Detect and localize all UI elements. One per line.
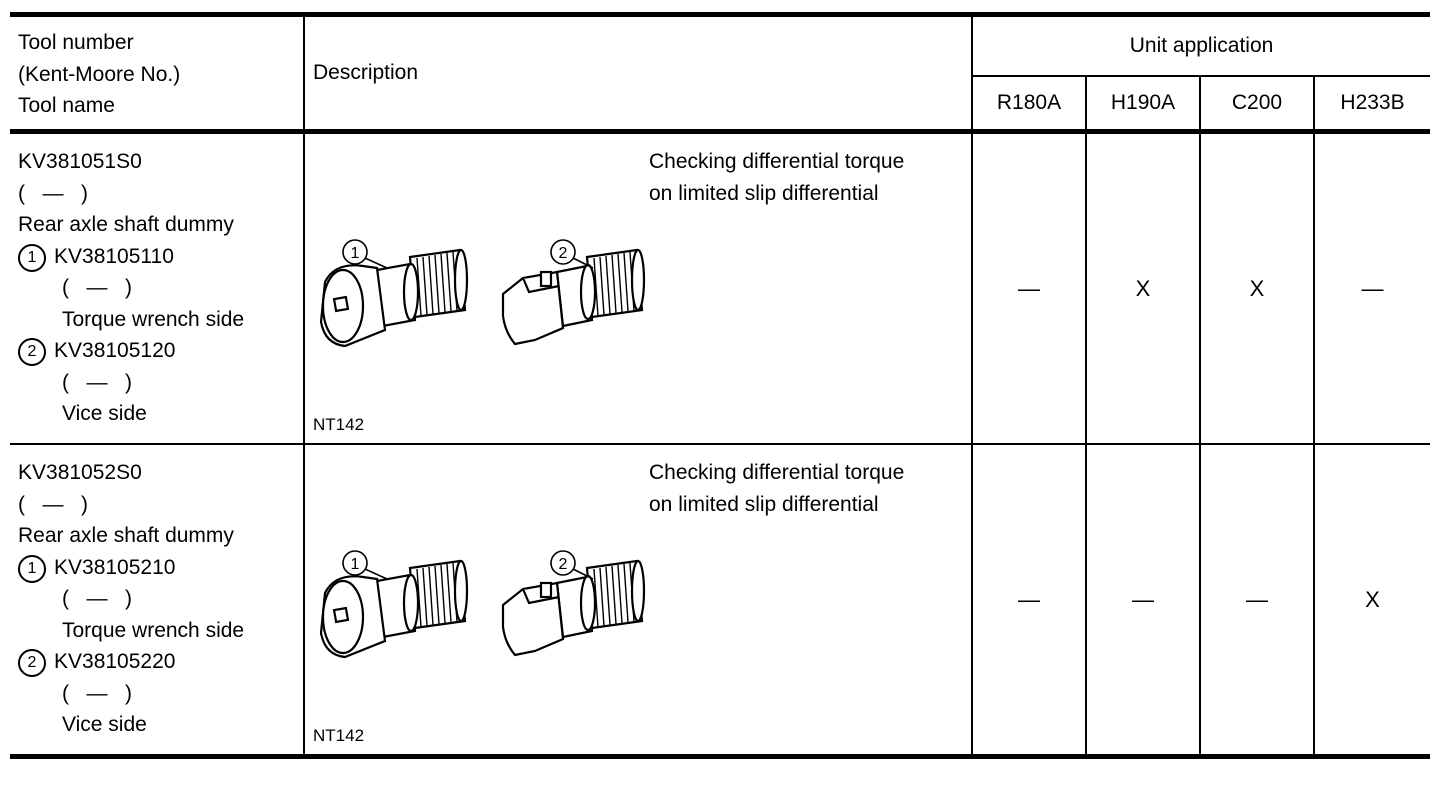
- illustration-code: NT142: [313, 415, 365, 434]
- header-unit-application: Unit application: [970, 12, 1431, 77]
- callout-2-circle: [550, 550, 576, 576]
- vice-side-drawing: [501, 559, 646, 657]
- callout-1-circle: [342, 550, 368, 576]
- description-cell: Checking differential torque on limited …: [303, 443, 973, 759]
- part-1-marker: 1: [18, 243, 46, 272]
- application-r180a: —: [971, 443, 1087, 759]
- part-2: 2 KV38105220: [18, 646, 303, 678]
- part-1-kent-moore: ( — ): [62, 276, 132, 299]
- part-2: 2 KV38105120: [18, 335, 303, 367]
- tool-name: Rear axle shaft dummy: [18, 213, 234, 236]
- header-tool-name: Tool name: [18, 94, 115, 117]
- part-2-number: KV38105120: [54, 339, 176, 362]
- torque-wrench-side-drawing: [319, 559, 469, 659]
- tool-info-cell: KV381051S0 ( — ) Rear axle shaft dummy 1…: [10, 130, 305, 445]
- application-h233b: X: [1312, 443, 1431, 759]
- table-header-row: Tool number (Kent-Moore No.) Tool name D…: [10, 12, 1431, 134]
- part-2-kent-moore: ( — ): [62, 370, 132, 394]
- part-2-number: KV38105220: [54, 650, 176, 673]
- tool-info-cell: KV381052S0 ( — ) Rear axle shaft dummy 1…: [10, 443, 305, 759]
- special-service-tools-table: Tool number (Kent-Moore No.) Tool name D…: [10, 12, 1431, 759]
- header-description: Description: [303, 12, 973, 134]
- tool-purpose: Checking differential torque on limited …: [649, 150, 905, 205]
- header-unit-h233b: H233B: [1312, 75, 1431, 134]
- callout-2-label: 2: [559, 556, 568, 573]
- description-cell: Checking differential torque on limited …: [303, 130, 973, 445]
- application-c200: —: [1199, 443, 1315, 759]
- callout-1-label: 1: [351, 245, 360, 262]
- callout-1-label: 1: [351, 556, 360, 573]
- part-1: 1 KV38105210: [18, 552, 303, 584]
- application-h233b: —: [1312, 130, 1431, 445]
- part-2-kent-moore: ( — ): [62, 681, 132, 705]
- vice-side-drawing: [501, 248, 646, 346]
- part-1-number: KV38105110: [54, 244, 174, 268]
- part-2-marker: 2: [18, 649, 46, 677]
- tool-number: KV381052S0: [18, 461, 142, 484]
- part-2-marker: 2: [18, 338, 46, 366]
- part-1: 1 KV38105110: [18, 241, 303, 273]
- torque-wrench-side-drawing: [319, 248, 469, 348]
- table-header-units-row: R180A H190A C200 H233B: [10, 75, 1431, 134]
- header-tool-column: Tool number (Kent-Moore No.) Tool name: [10, 12, 305, 134]
- tool-purpose: Checking differential torque on limited …: [649, 461, 905, 516]
- part-2-name: Vice side: [62, 402, 147, 425]
- callout-2-label: 2: [559, 245, 568, 262]
- header-unit-c200: C200: [1199, 75, 1315, 134]
- callout-2-circle: [550, 239, 576, 265]
- callout-1-circle: [342, 239, 368, 265]
- part-1-name: Torque wrench side: [62, 618, 245, 642]
- part-callouts: [342, 239, 594, 269]
- application-h190a: X: [1085, 130, 1201, 445]
- header-tool-number: Tool number: [18, 31, 134, 54]
- part-callouts: [342, 550, 594, 580]
- tool-number: KV381051S0: [18, 150, 142, 173]
- axle-shaft-dummy-illustration: 1 2: [319, 550, 646, 659]
- kent-moore-number: ( — ): [18, 181, 88, 205]
- part-1-name: Torque wrench side: [62, 307, 245, 331]
- header-unit-r180a: R180A: [972, 75, 1087, 134]
- application-r180a: —: [971, 130, 1087, 445]
- tool-name: Rear axle shaft dummy: [18, 524, 234, 547]
- header-kent-moore: (Kent-Moore No.): [18, 62, 181, 86]
- application-h190a: —: [1085, 443, 1201, 759]
- kent-moore-number: ( — ): [18, 492, 88, 516]
- table-row: KV381051S0 ( — ) Rear axle shaft dummy 1…: [10, 130, 1431, 445]
- application-c200: X: [1199, 130, 1315, 445]
- illustration-code: NT142: [313, 726, 365, 745]
- part-1-number: KV38105210: [54, 555, 176, 579]
- axle-shaft-dummy-illustration: 1 2: [319, 239, 646, 348]
- part-1-kent-moore: ( — ): [62, 587, 132, 610]
- part-2-name: Vice side: [62, 713, 147, 736]
- table-row: KV381052S0 ( — ) Rear axle shaft dummy 1…: [10, 443, 1431, 759]
- header-unit-h190a: H190A: [1085, 75, 1201, 134]
- part-1-marker: 1: [18, 554, 46, 583]
